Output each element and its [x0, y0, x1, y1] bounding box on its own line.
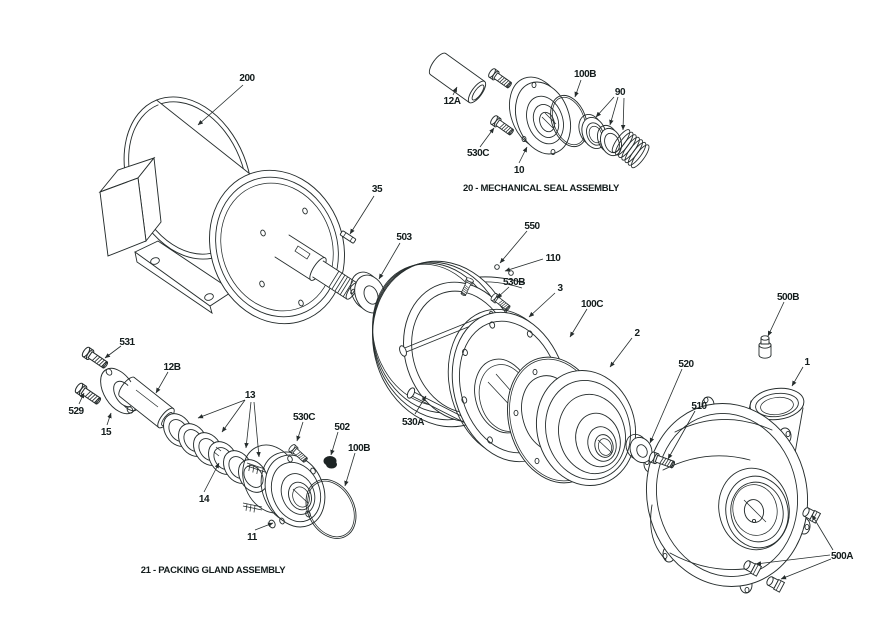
part-labels: 200 35 503 12A 530C 10 100B 90 20 - MECH… — [68, 69, 853, 576]
gland-bolt-529 — [73, 381, 103, 407]
part-label-100c: 100C — [581, 299, 603, 310]
part-label-550: 550 — [524, 221, 540, 232]
leader-100b-gland — [344, 452, 356, 487]
part-label-12a: 12A — [444, 96, 461, 107]
gland-sleeve-12b — [118, 376, 175, 429]
stuffing-nut-502 — [323, 456, 337, 469]
plug-500b — [758, 335, 772, 359]
part-label-90: 90 — [615, 87, 626, 98]
leader-90-c — [620, 97, 626, 131]
part-label-13: 13 — [245, 390, 256, 401]
leader-lines — [78, 79, 834, 580]
leader-100b-seal — [574, 79, 582, 98]
leader-13-a — [197, 399, 246, 419]
shaft-key-drawing — [339, 230, 357, 244]
leader-500a-a — [811, 514, 834, 551]
leader-500a-b — [755, 554, 831, 566]
part-label-12b: 12B — [164, 362, 181, 373]
leader-550 — [499, 230, 528, 264]
part-label-529: 529 — [68, 406, 84, 417]
leader-531 — [104, 345, 122, 359]
leader-510 — [667, 410, 696, 460]
casing-bore — [718, 467, 790, 551]
seal-spring-90 — [611, 129, 650, 169]
leader-530b — [496, 286, 510, 299]
gland-assembly-title: 21 - PACKING GLAND ASSEMBLY — [141, 565, 287, 576]
leader-1 — [791, 366, 804, 387]
part-label-100b-gland: 100B — [348, 443, 370, 454]
leader-90-b — [609, 96, 619, 126]
leader-90-a — [595, 96, 615, 118]
part-label-35: 35 — [372, 184, 383, 195]
part-label-15: 15 — [101, 427, 112, 438]
mechanical-seal-assembly — [428, 52, 650, 169]
leader-502 — [330, 431, 339, 456]
leader-13-b — [221, 399, 246, 433]
leader-12a — [452, 86, 458, 96]
leader-110 — [504, 258, 544, 272]
part-label-100b-seal: 100B — [574, 69, 596, 80]
leader-529 — [78, 392, 85, 405]
terminal-box — [98, 156, 162, 257]
leader-2 — [609, 337, 633, 368]
part-label-503: 503 — [396, 232, 412, 243]
packing-gland-assembly — [73, 345, 357, 539]
leader-10 — [518, 146, 528, 164]
part-label-500a: 500A — [831, 551, 853, 562]
leader-530a — [414, 395, 427, 415]
leader-500b — [767, 301, 785, 337]
impeller-2 — [535, 370, 637, 486]
motor-drawing — [98, 96, 359, 325]
washer-520 — [625, 433, 653, 464]
leader-503 — [378, 242, 401, 280]
seal-bolt-upper — [486, 67, 514, 91]
part-label-510: 510 — [691, 401, 707, 412]
part-label-2: 2 — [634, 328, 640, 339]
leader-12b — [155, 371, 169, 394]
backhead-group — [372, 260, 637, 486]
leader-500a-c — [780, 558, 832, 580]
leader-3 — [528, 292, 556, 318]
part-label-500b: 500B — [777, 292, 799, 303]
leader-13-c — [244, 401, 252, 449]
stuffing-box-11 — [242, 444, 326, 529]
part-label-530b: 530B — [503, 277, 525, 288]
part-label-531: 531 — [119, 337, 135, 348]
leader-14 — [203, 462, 220, 493]
part-label-14: 14 — [199, 494, 210, 505]
part-label-530c-seal: 530C — [467, 148, 489, 159]
part-label-520: 520 — [678, 359, 694, 370]
part-label-530c-gland: 530C — [293, 412, 315, 423]
leader-100c — [569, 308, 588, 338]
leader-200 — [197, 84, 244, 126]
motor-shaft — [274, 234, 359, 300]
packing-rings-13 — [163, 413, 268, 493]
leader-530c-seal — [479, 127, 495, 148]
part-label-530a: 530A — [402, 417, 424, 428]
leader-520 — [649, 368, 683, 444]
seal-assembly-title: 20 - MECHANICAL SEAL ASSEMBLY — [463, 183, 620, 194]
part-label-1: 1 — [804, 357, 810, 368]
seal-sleeve-12a — [428, 52, 487, 104]
seal-gland-plate-10 — [509, 76, 571, 156]
part-label-10: 10 — [514, 165, 525, 176]
stuffing-oring-100b — [305, 479, 357, 539]
leader-11 — [254, 522, 274, 531]
part-label-110: 110 — [546, 253, 562, 264]
part-label-11: 11 — [247, 532, 258, 543]
leader-15 — [106, 412, 112, 426]
part-label-200: 200 — [239, 73, 255, 84]
part-label-3: 3 — [557, 283, 563, 294]
casing-drawing — [643, 387, 811, 594]
leader-35 — [349, 195, 375, 235]
seal-rings-90 — [578, 114, 623, 157]
part-label-502: 502 — [334, 422, 350, 433]
leader-530c-gland — [296, 421, 304, 442]
leader-13-d — [253, 401, 261, 458]
